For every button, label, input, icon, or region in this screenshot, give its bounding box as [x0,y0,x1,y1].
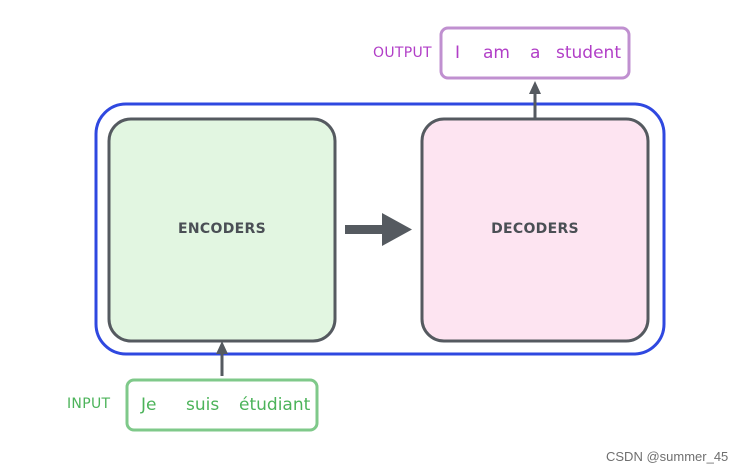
input-label: INPUT [67,396,111,412]
input-arrow [216,341,228,376]
output-token: a [530,43,541,63]
output-box [439,26,631,80]
output-arrow [529,81,541,118]
decoder-block [420,117,650,343]
input-token: étudiant [239,395,311,415]
encoder-label: ENCODERS [178,221,266,237]
input-box [125,378,319,432]
encoder-to-decoder-arrow [345,213,412,246]
output-token: am [483,43,510,63]
model-container [94,102,666,356]
output-token: student [556,43,621,63]
output-label: OUTPUT [373,45,432,61]
decoder-label: DECODERS [491,221,579,237]
input-token: Je [141,395,157,415]
output-token: I [455,43,461,63]
input-token: suis [186,395,220,415]
watermark: CSDN @summer_45 [606,449,729,464]
